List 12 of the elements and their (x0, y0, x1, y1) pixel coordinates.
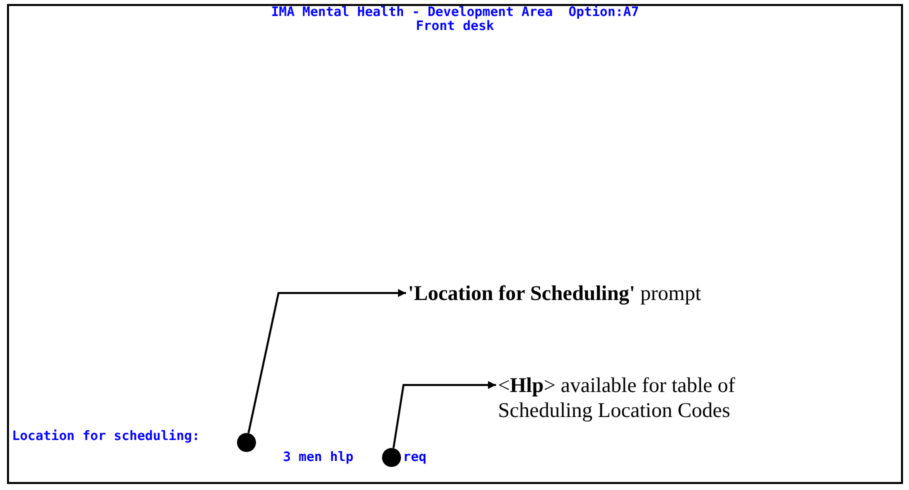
field-label: Location for scheduling: (12, 430, 200, 444)
marker-dot (237, 433, 256, 452)
screen-subtitle: Front desk (416, 20, 494, 34)
marker-dot (382, 448, 401, 467)
field-label: req (403, 451, 426, 465)
annotation-text: <Hlp> available for table of Scheduling Location Codes (498, 373, 818, 423)
annotation-text: 'Location for Scheduling' prompt (408, 281, 702, 306)
screen-title: IMA Mental Health - Development Area Option:A7 (271, 6, 639, 20)
leader-arrow (248, 289, 406, 434)
terminal-screen (7, 4, 903, 484)
leader-arrow (392, 381, 496, 448)
field-label: 3 men hlp (283, 451, 354, 465)
